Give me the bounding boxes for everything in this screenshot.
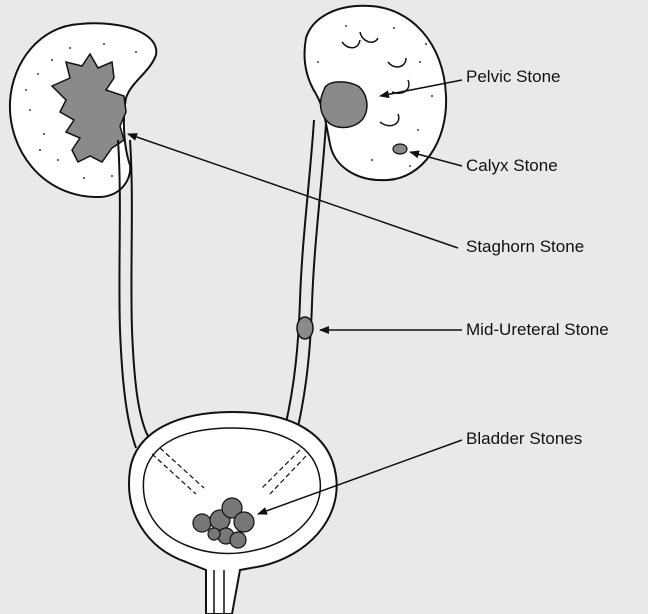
label-calyx-stone: Calyx Stone [466,157,558,174]
mid-ureteral-stone [297,317,313,339]
label-pelvic-stone: Pelvic Stone [466,68,561,85]
label-staghorn-stone: Staghorn Stone [466,238,584,255]
pelvic-stone [321,82,367,128]
calyx-stone [393,144,407,154]
left-kidney [10,23,156,197]
right-ureter [282,120,326,444]
label-bladder-stones: Bladder Stones [466,430,582,447]
right-kidney [304,6,446,180]
bladder [129,412,337,614]
label-mid-ureteral-stone: Mid-Ureteral Stone [466,321,609,338]
